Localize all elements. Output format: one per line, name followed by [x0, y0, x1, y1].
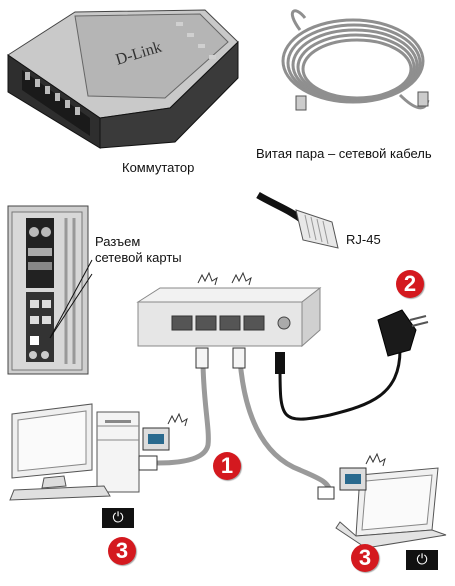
cable-label: Витая пара – сетевой кабель: [256, 146, 432, 161]
nic-port-label: Разъем сетевой карты: [95, 234, 182, 265]
network-cables: [155, 347, 402, 496]
power-icon: ⏻: [102, 508, 134, 528]
pc-tower-back-icon: [7, 205, 93, 375]
step-badge-power-desktop: 3: [108, 537, 136, 565]
rj45-label: RJ-45: [346, 232, 381, 247]
cable-coil-icon: [281, 9, 430, 111]
switch-device-icon: D-Link: [7, 9, 239, 149]
step-badge-cable-connect: 1: [213, 452, 241, 480]
step-badge-power-laptop: 3: [351, 544, 379, 572]
desktop-pc-icon: [9, 403, 188, 501]
power-icon: ⏻: [406, 550, 438, 570]
rj45-plug-icon: [256, 191, 339, 249]
step-badge-power-adapter: 2: [396, 270, 424, 298]
power-adapter-icon: [377, 309, 429, 357]
switch-label: Коммутатор: [122, 160, 195, 175]
laptop-icon: [317, 452, 447, 549]
switch-drawing-icon: [136, 271, 322, 348]
